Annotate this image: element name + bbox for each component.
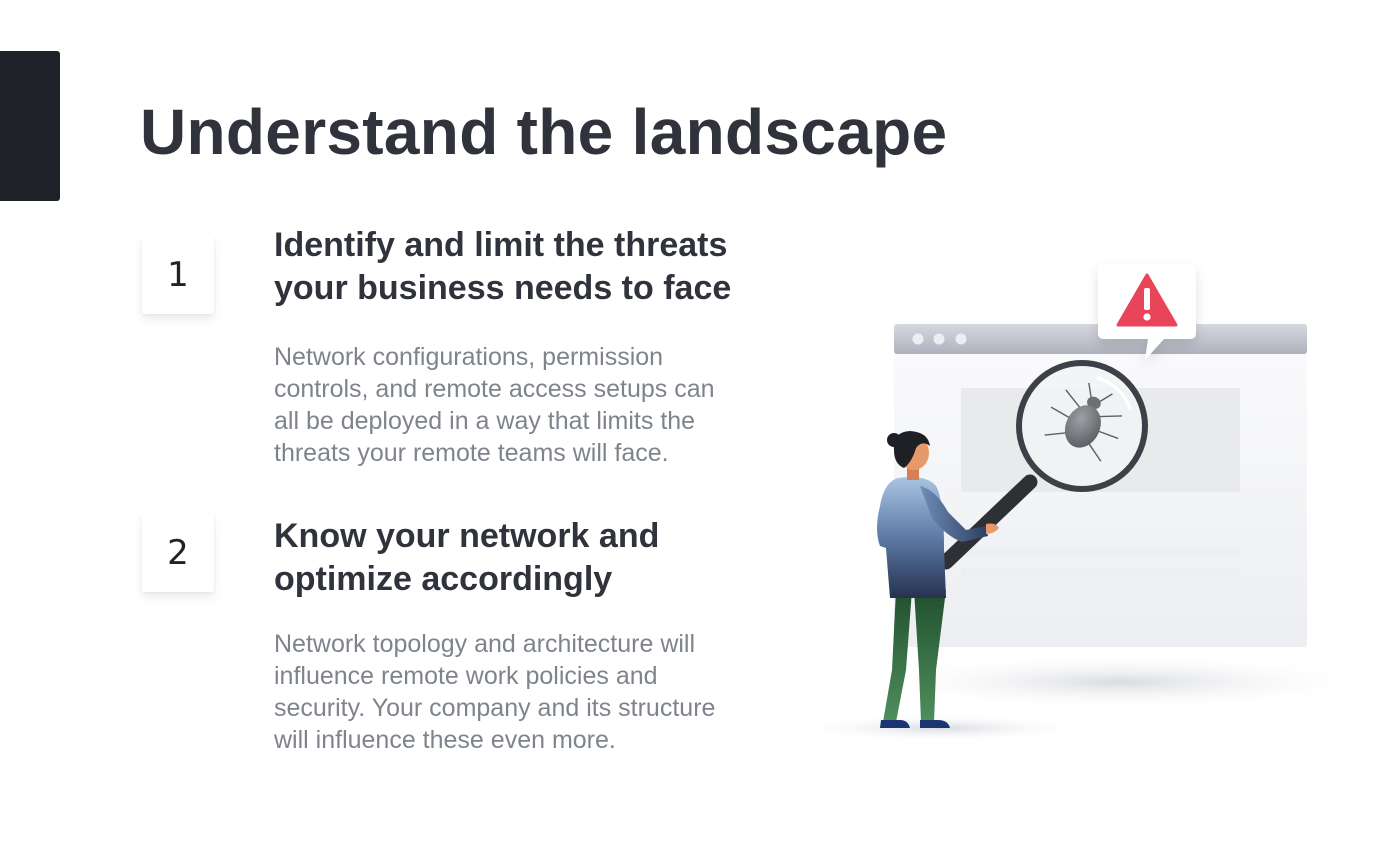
step-heading-1-line2: your business needs to face — [274, 269, 732, 307]
step-description-1-line4: threats your remote teams will face. — [274, 439, 669, 467]
page-title: Understand the landscape — [140, 96, 948, 168]
step-description-2-line3: security. Your company and its structure — [274, 694, 716, 722]
step-number-badge-1: 1 — [142, 236, 214, 314]
step-description-1-line1: Network configurations, permission — [274, 343, 664, 371]
step-description-2-line1: Network topology and architecture will — [274, 630, 696, 658]
step-heading-1-line1: Identify and limit the threats — [274, 226, 728, 264]
warning-triangle-icon — [1116, 273, 1178, 327]
bug-icon — [1044, 382, 1123, 462]
step-description-1-line3: all be deployed in a way that limits the — [274, 407, 696, 435]
step-heading-2-line1: Know your network and — [274, 517, 660, 555]
step-description-1-line2: controls, and remote access setups can — [274, 375, 715, 403]
step-heading-2-line2: optimize accordingly — [274, 560, 613, 598]
side-tab-marker — [0, 51, 60, 201]
step-description-2: Network topology and architecture will i… — [274, 628, 764, 756]
security-illustration — [790, 264, 1380, 742]
step-number-badge-2: 2 — [142, 514, 214, 592]
person-figure — [877, 431, 999, 728]
step-description-2-line2: influence remote work policies and — [274, 662, 658, 690]
step-description-1: Network configurations, permission contr… — [274, 341, 764, 469]
step-heading-1: Identify and limit the threats your busi… — [274, 224, 774, 310]
step-description-2-line4: will influence these even more. — [274, 726, 616, 754]
step-heading-2: Know your network and optimize according… — [274, 515, 774, 601]
